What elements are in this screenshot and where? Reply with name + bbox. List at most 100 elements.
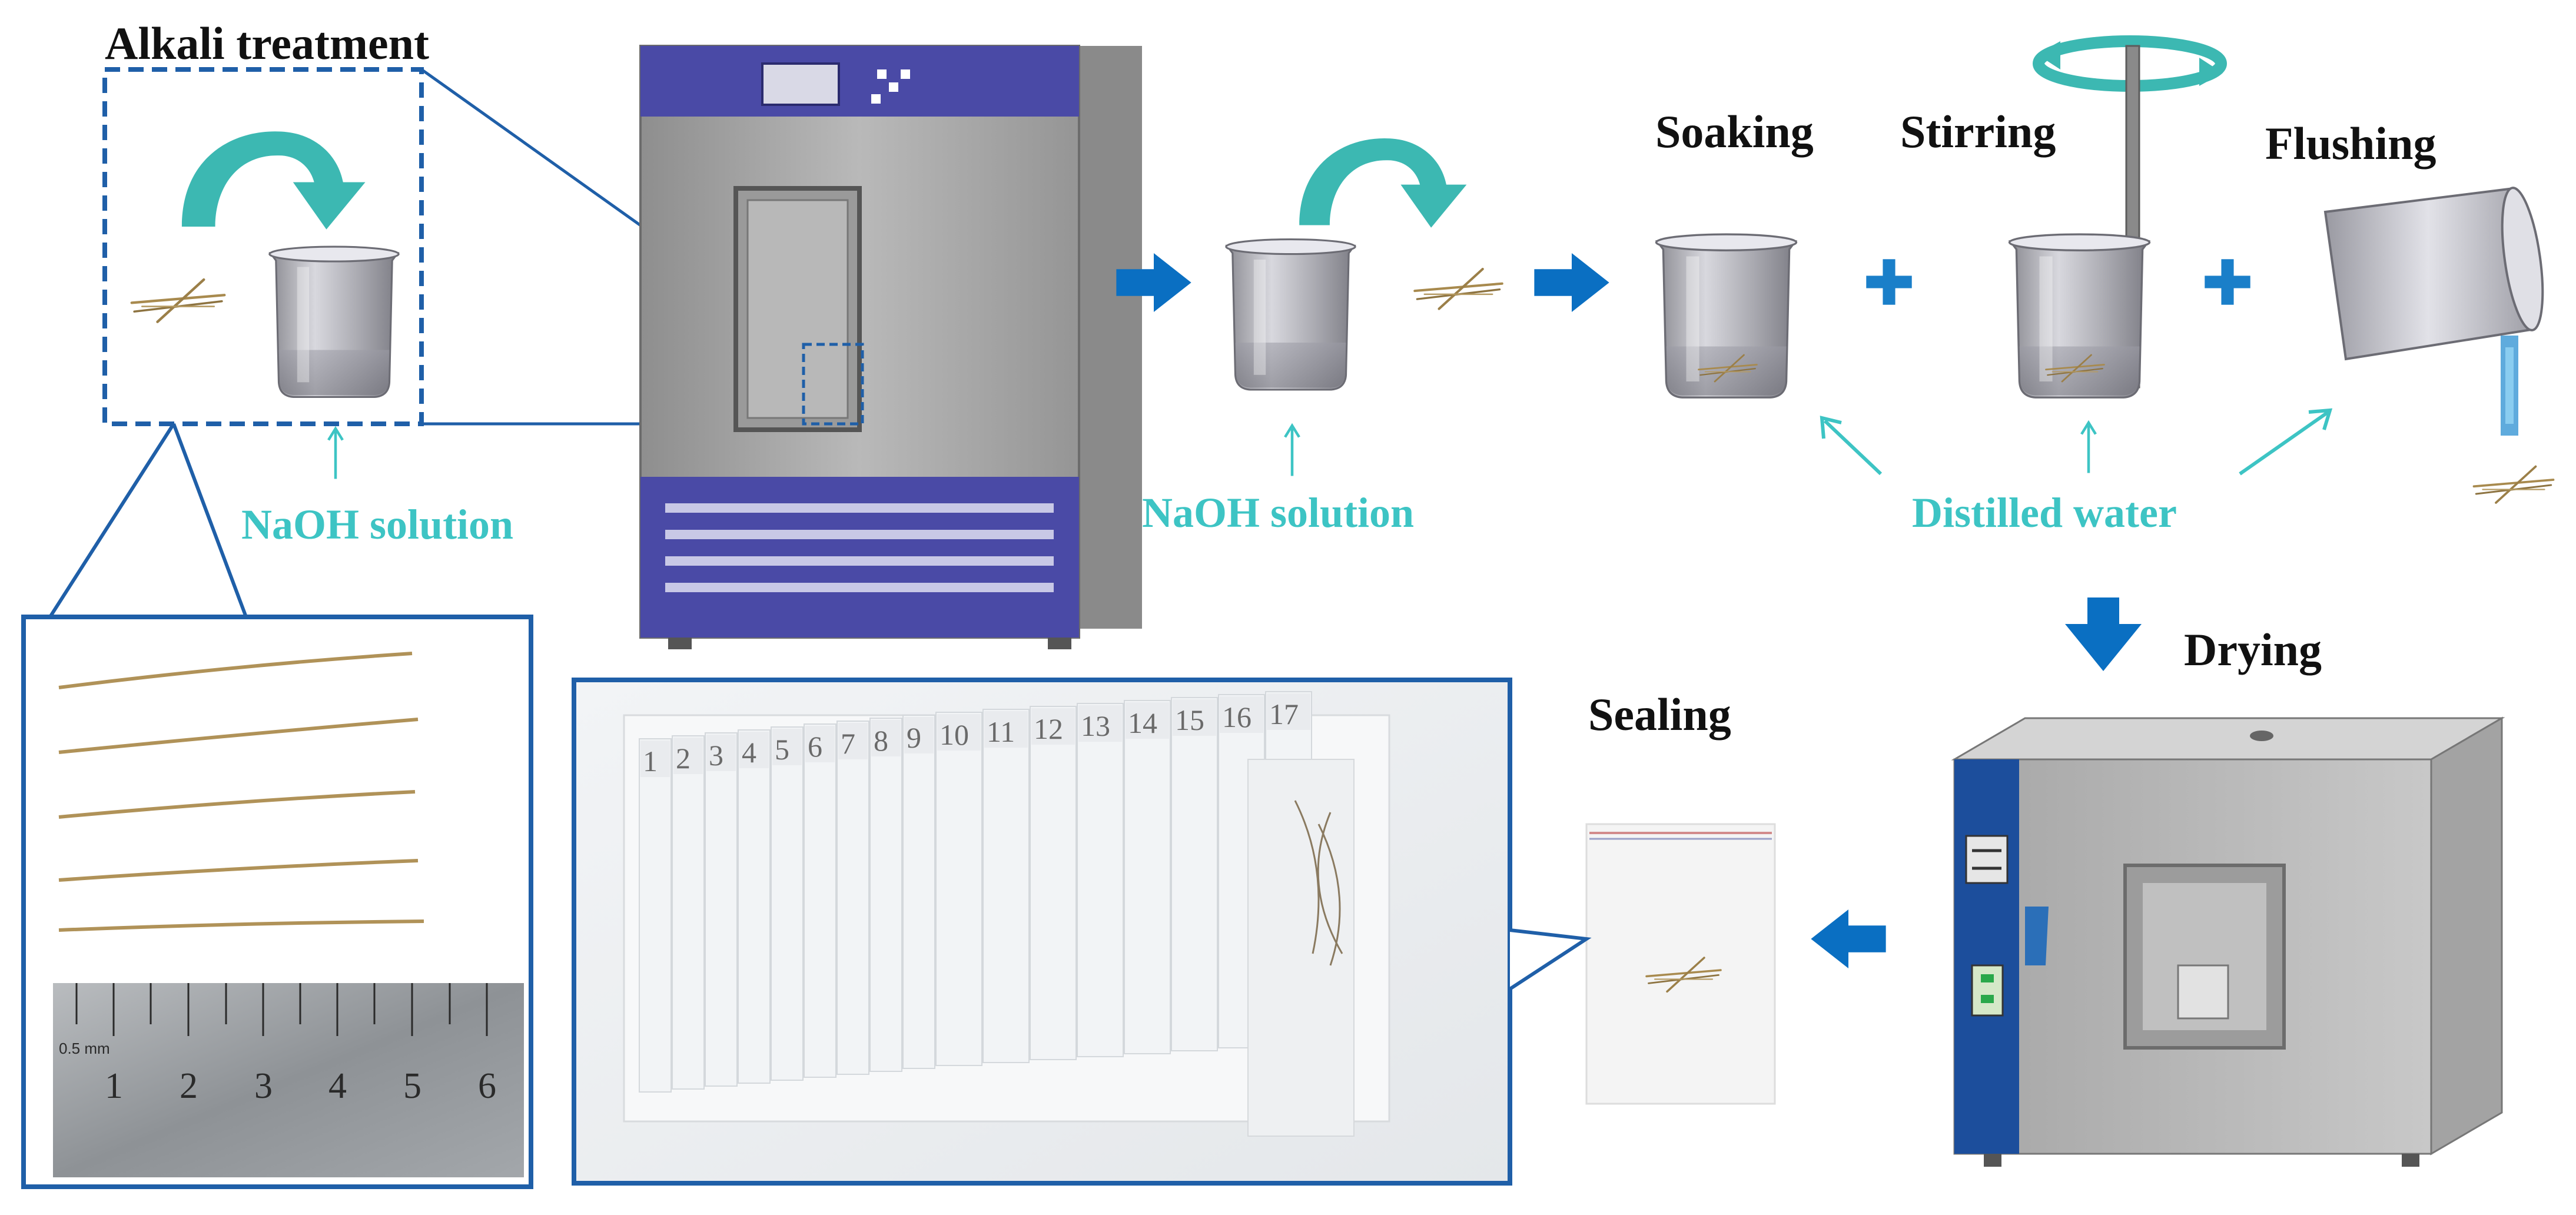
arrowhead [1820,416,1842,439]
sealed-bag [1585,823,1776,1105]
plus-icon [1866,259,1912,305]
bag-label-background [640,741,670,777]
sample-bag [1077,703,1124,1057]
fiber-photo-panel: 0.5 mm 1 2 3 4 5 6 [21,615,533,1189]
block-arrow-icon [1534,253,1609,312]
drying-oven [1951,716,2505,1167]
bag-label-background [772,729,802,765]
zoom-line [172,423,248,618]
step-title-alkali-treatment: Alkali treatment [105,18,429,69]
bag-number: 6 [808,730,822,763]
ruler-corner-mark: 0.5 mm [59,1040,110,1057]
bag-label-background [1078,705,1122,742]
beaker-icon [1655,233,1798,399]
sample-bag [639,738,672,1093]
ruler-numbers: 1 2 3 4 5 6 [105,1066,496,1106]
bag-number: 14 [1128,706,1157,739]
down-arrow-icon [2065,597,2142,671]
ruler-number: 6 [478,1066,496,1106]
ruler-number: 1 [105,1066,123,1106]
bag-number: 15 [1175,703,1204,736]
arrow-to-flushing [2239,410,2329,476]
bag-number: 13 [1081,709,1110,742]
bag-number: 17 [1269,698,1299,731]
bag-label-background [739,732,769,768]
bag-label-background [1126,702,1169,739]
bag-number: 7 [841,727,855,760]
sample-bag [902,715,935,1069]
ruler-number: 4 [328,1066,347,1106]
bag-label-background [1267,693,1310,730]
bag-number: 9 [907,721,921,754]
bag-number: 5 [775,733,789,766]
fiber-icon [2474,467,2554,503]
bag-number: 2 [676,742,691,775]
beaker-icon [268,245,400,399]
sample-bag [771,726,804,1081]
arrow-up-icon [1285,426,1299,476]
sample-bag [1124,700,1171,1054]
bag-number: 3 [709,739,723,772]
bag-label-background [937,714,981,751]
ruler-number: 3 [254,1066,273,1106]
bag-number: 8 [874,724,888,757]
zoom-callout [1509,928,1592,991]
distilled-water-label: Distilled water [1912,489,2177,536]
bag-label-background [805,726,835,762]
arrow-up-icon [328,429,343,479]
naoh-solution-label: NaOH solution [1142,489,1414,536]
step-title-flushing: Flushing [2265,118,2436,169]
sample-bag [836,721,869,1075]
sample-bag [672,735,705,1090]
bag-label-background [1031,708,1075,745]
fiber-icon [132,280,225,322]
step-title-sealing: Sealing [1588,689,1731,740]
bag-label-background [1220,696,1263,733]
bag-label-background [871,720,901,756]
zoom-line [48,423,175,618]
step-title-soaking: Soaking [1655,106,1814,157]
bag-number: 12 [1034,712,1063,745]
bag-label-background [904,717,934,753]
beaker-icon [2008,233,2151,399]
step-title-stirring: Stirring [1900,106,2056,157]
incubator-cabinet [639,45,1142,649]
ruler-ticks [75,983,488,1036]
sample-bag [1171,697,1218,1051]
sample-bag [738,729,771,1084]
arrow-to-soaking [1823,419,1883,476]
sample-bag [982,709,1030,1063]
arrowhead [2308,408,2333,430]
bag-label-background [706,735,736,771]
bag-number: 1 [643,745,658,778]
beaker-icon [1225,238,1356,391]
bag-label-background [984,711,1028,748]
fiber-icon [1415,269,1502,309]
ruler-number: 5 [403,1066,421,1106]
bag-label-background [838,723,868,759]
bag-label-background [1173,699,1216,736]
naoh-solution-label: NaOH solution [241,501,513,548]
plus-icon [2205,259,2250,305]
ruler-number: 2 [180,1066,198,1106]
bag-number: 10 [940,718,969,751]
sample-bag [869,718,902,1072]
sample-bag [804,723,836,1078]
alkali-zoom-box [102,67,424,426]
bag-number: 11 [987,715,1015,748]
curved-arrow-icon [181,131,366,230]
flushing-beaker [2323,187,2544,436]
bag-number: 16 [1222,701,1252,733]
sample-bag [935,712,982,1066]
sample-bag [1030,706,1077,1060]
bag-label-background [673,738,703,774]
arrow-up-icon [2082,423,2096,473]
step-title-drying: Drying [2184,624,2322,675]
bag-number: 4 [742,736,756,769]
block-arrow-icon [1811,909,1886,968]
sample-bag [705,732,738,1087]
curved-arrow-icon [1299,138,1467,228]
